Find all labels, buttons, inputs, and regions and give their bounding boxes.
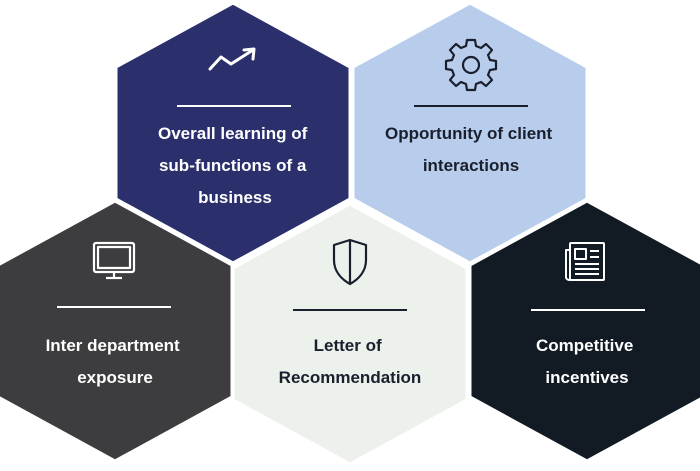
hex-client-shape bbox=[351, 1, 589, 265]
hex-department-shape bbox=[0, 199, 234, 463]
hex-incentives: Competitive incentives bbox=[468, 199, 700, 463]
hex-department: Inter department exposure bbox=[0, 199, 234, 463]
hex-department-label: Inter department exposure bbox=[46, 336, 185, 387]
hex-letter-label: Letter of Recommendation bbox=[279, 336, 422, 387]
hex-client-label: Opportunity of client interactions bbox=[385, 124, 557, 175]
newspaper-icon bbox=[565, 242, 605, 281]
shield-icon bbox=[332, 238, 368, 286]
gear-icon bbox=[444, 38, 498, 92]
hex-learning-label: Overall learning of sub-functions of a b… bbox=[158, 124, 312, 207]
trend-up-icon bbox=[208, 47, 256, 71]
hex-learning-shape bbox=[114, 1, 352, 265]
hex-letter-shape bbox=[231, 202, 469, 466]
hex-incentives-shape bbox=[468, 199, 700, 463]
hex-incentives-label: Competitive incentives bbox=[536, 336, 638, 387]
monitor-icon bbox=[92, 241, 136, 280]
hex-learning: Overall learning of sub-functions of a b… bbox=[114, 1, 352, 265]
hex-letter: Letter of Recommendation bbox=[231, 202, 469, 466]
hex-client: Opportunity of client interactions bbox=[351, 1, 589, 265]
